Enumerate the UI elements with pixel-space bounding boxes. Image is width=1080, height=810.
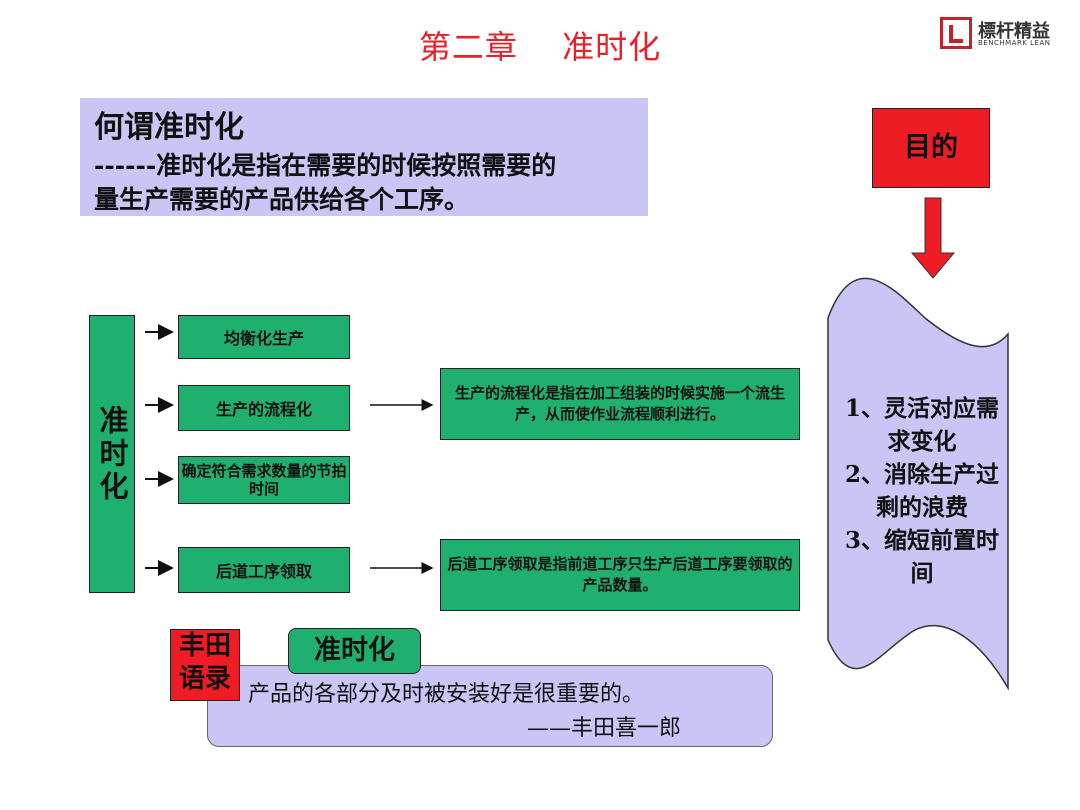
definition-box: [80, 98, 648, 216]
goal-item: 1、灵活对应需求变化: [844, 395, 999, 455]
red-down-arrow-icon: [910, 197, 956, 279]
quote-box: [207, 665, 773, 747]
page-title: 第二章 准时化: [418, 28, 662, 66]
logo-en-text: BENCHMARK LEAN: [978, 39, 1051, 47]
brand-logo: 標杆精益 BENCHMARK LEAN: [940, 15, 1070, 55]
definition-line-1: ------准时化是指在需要的时候按照需要的: [94, 151, 557, 180]
branch-takt-time: 确定符合需求数量的节拍时间: [178, 456, 350, 504]
logo-cn-text: 標杆精益: [978, 21, 1050, 42]
definition-line-2: 量生产需要的产品供给各个工序。: [94, 185, 470, 214]
logo-mark-icon: [940, 17, 972, 49]
definition-heading: 何谓准时化: [94, 110, 244, 145]
flow-explanation-box: 生产的流程化是指在加工组装的时候实施一个流生产，从而使作业流程顺利进行。: [440, 368, 800, 440]
branch-leveled-production: 均衡化生产: [178, 315, 350, 359]
toyota-quote-badge: 丰田语录: [170, 629, 240, 701]
jit-vertical-box: 准时化: [89, 315, 135, 593]
purpose-box: 目的: [872, 108, 990, 188]
goals-list: 1、灵活对应需求变化 2、消除生产过剩的浪费 3、缩短前置时间: [834, 392, 1010, 590]
quote-author: ——丰田喜一郎: [527, 716, 682, 741]
quote-tab: 准时化: [288, 628, 421, 674]
quote-text: 产品的各部分及时被安装好是很重要的。: [248, 682, 645, 707]
goal-item: 3、缩短前置时间: [844, 527, 999, 587]
branch-flow-production: 生产的流程化: [178, 385, 350, 431]
branch-pull-system: 后道工序领取: [178, 547, 350, 593]
pull-explanation-box: 后道工序领取是指前道工序只生产后道工序要领取的产品数量。: [440, 539, 800, 611]
goals-banner-shape: [827, 277, 1009, 691]
jit-vertical-label: 准时化: [95, 404, 129, 504]
goal-item: 2、消除生产过剩的浪费: [844, 461, 999, 521]
